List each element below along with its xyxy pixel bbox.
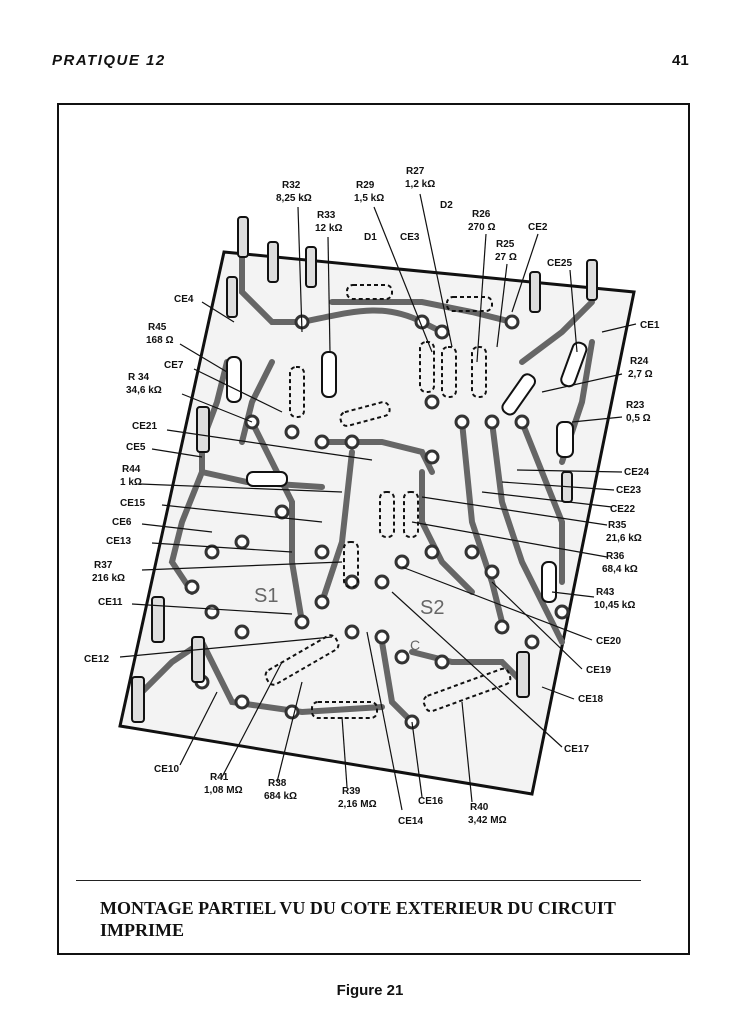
figure-number: Figure 21 xyxy=(336,982,404,999)
label-r37: R37 xyxy=(94,560,113,571)
caption-divider xyxy=(76,880,641,881)
label-r29-value: 1,5 kΩ xyxy=(354,193,384,204)
page-number: 41 xyxy=(672,52,689,69)
label-ce17: CE17 xyxy=(564,744,589,755)
label-d2: D2 xyxy=(440,200,453,211)
label-ce14: CE14 xyxy=(398,816,423,827)
pcb-board xyxy=(118,250,636,796)
label-r32: R32 xyxy=(282,180,301,191)
label-r38-value: 684 kΩ xyxy=(264,791,297,802)
label-r33-value: 12 kΩ xyxy=(315,223,342,234)
label-r27-value: 1,2 kΩ xyxy=(405,179,435,190)
label-ce5: CE5 xyxy=(126,442,146,453)
label-r39: R39 xyxy=(342,786,361,797)
label-ce12: CE12 xyxy=(84,654,109,665)
label-r35: R35 xyxy=(608,520,627,531)
circuit-board-illustration: R32 8,25 kΩ R33 12 kΩ R29 1,5 kΩ R27 1,2… xyxy=(84,166,660,827)
label-r40-value: 3,42 MΩ xyxy=(468,815,507,826)
label-r25: R25 xyxy=(496,239,515,250)
label-ce7: CE7 xyxy=(164,360,184,371)
label-ce24: CE24 xyxy=(624,467,649,478)
label-r43: R43 xyxy=(596,587,615,598)
label-r24: R24 xyxy=(630,356,649,367)
label-r37-value: 216 kΩ xyxy=(92,573,125,584)
label-s2: S2 xyxy=(420,597,444,619)
dashed-components xyxy=(264,284,512,719)
label-r36: R36 xyxy=(606,551,625,562)
label-r44-value: 1 kΩ xyxy=(120,477,142,488)
label-d1: D1 xyxy=(364,232,377,243)
label-ce3: CE3 xyxy=(400,232,420,243)
label-ce21: CE21 xyxy=(132,421,157,432)
label-r24-value: 2,7 Ω xyxy=(628,369,653,380)
label-r25-value: 27 Ω xyxy=(495,252,517,263)
label-ce10: CE10 xyxy=(154,764,179,775)
label-r39-value: 2,16 MΩ xyxy=(338,799,377,810)
label-ce23: CE23 xyxy=(616,485,641,496)
label-ce20: CE20 xyxy=(596,636,621,647)
label-r26: R26 xyxy=(472,209,491,220)
label-ce15: CE15 xyxy=(120,498,145,509)
components xyxy=(226,341,588,603)
label-r41: R41 xyxy=(210,772,229,783)
label-r35-value: 21,6 kΩ xyxy=(606,533,642,544)
label-r38: R38 xyxy=(268,778,287,789)
label-r41-value: 1,08 MΩ xyxy=(204,785,243,796)
figure-caption: MONTAGE PARTIEL VU DU COTE EXTERIEUR DU … xyxy=(100,898,616,940)
label-r27: R27 xyxy=(406,166,425,177)
label-c: C xyxy=(410,637,420,653)
label-r40: R40 xyxy=(470,802,489,813)
label-r23-value: 0,5 Ω xyxy=(626,413,651,424)
label-s1: S1 xyxy=(254,585,278,607)
label-r32-value: 8,25 kΩ xyxy=(276,193,312,204)
label-ce18: CE18 xyxy=(578,694,603,705)
label-r23: R23 xyxy=(626,400,645,411)
label-ce4: CE4 xyxy=(174,294,194,305)
label-r29: R29 xyxy=(356,180,375,191)
leader-lines xyxy=(119,193,637,811)
figure-frame: R32 8,25 kΩ R33 12 kΩ R29 1,5 kΩ R27 1,2… xyxy=(57,103,690,955)
terminal-pins xyxy=(131,216,598,723)
label-ce13: CE13 xyxy=(106,536,131,547)
label-ce16: CE16 xyxy=(418,796,443,807)
label-ce19: CE19 xyxy=(586,665,611,676)
label-r26-value: 270 Ω xyxy=(468,222,495,233)
label-r45: R45 xyxy=(148,322,167,333)
label-ce6: CE6 xyxy=(112,517,132,528)
label-ce1: CE1 xyxy=(640,320,660,331)
running-header: PRATIQUE 12 xyxy=(52,52,166,69)
label-r44: R44 xyxy=(122,464,141,475)
label-ce22: CE22 xyxy=(610,504,635,515)
label-ce11: CE11 xyxy=(98,597,123,608)
pcb-pads xyxy=(184,314,570,730)
label-r33: R33 xyxy=(317,210,336,221)
label-r34: R 34 xyxy=(128,372,150,383)
label-r45-value: 168 Ω xyxy=(146,335,173,346)
label-ce2: CE2 xyxy=(528,222,548,233)
label-r36-value: 68,4 kΩ xyxy=(602,564,638,575)
label-r34-value: 34,6 kΩ xyxy=(126,385,162,396)
label-ce25: CE25 xyxy=(547,258,572,269)
label-r43-value: 10,45 kΩ xyxy=(594,600,635,611)
